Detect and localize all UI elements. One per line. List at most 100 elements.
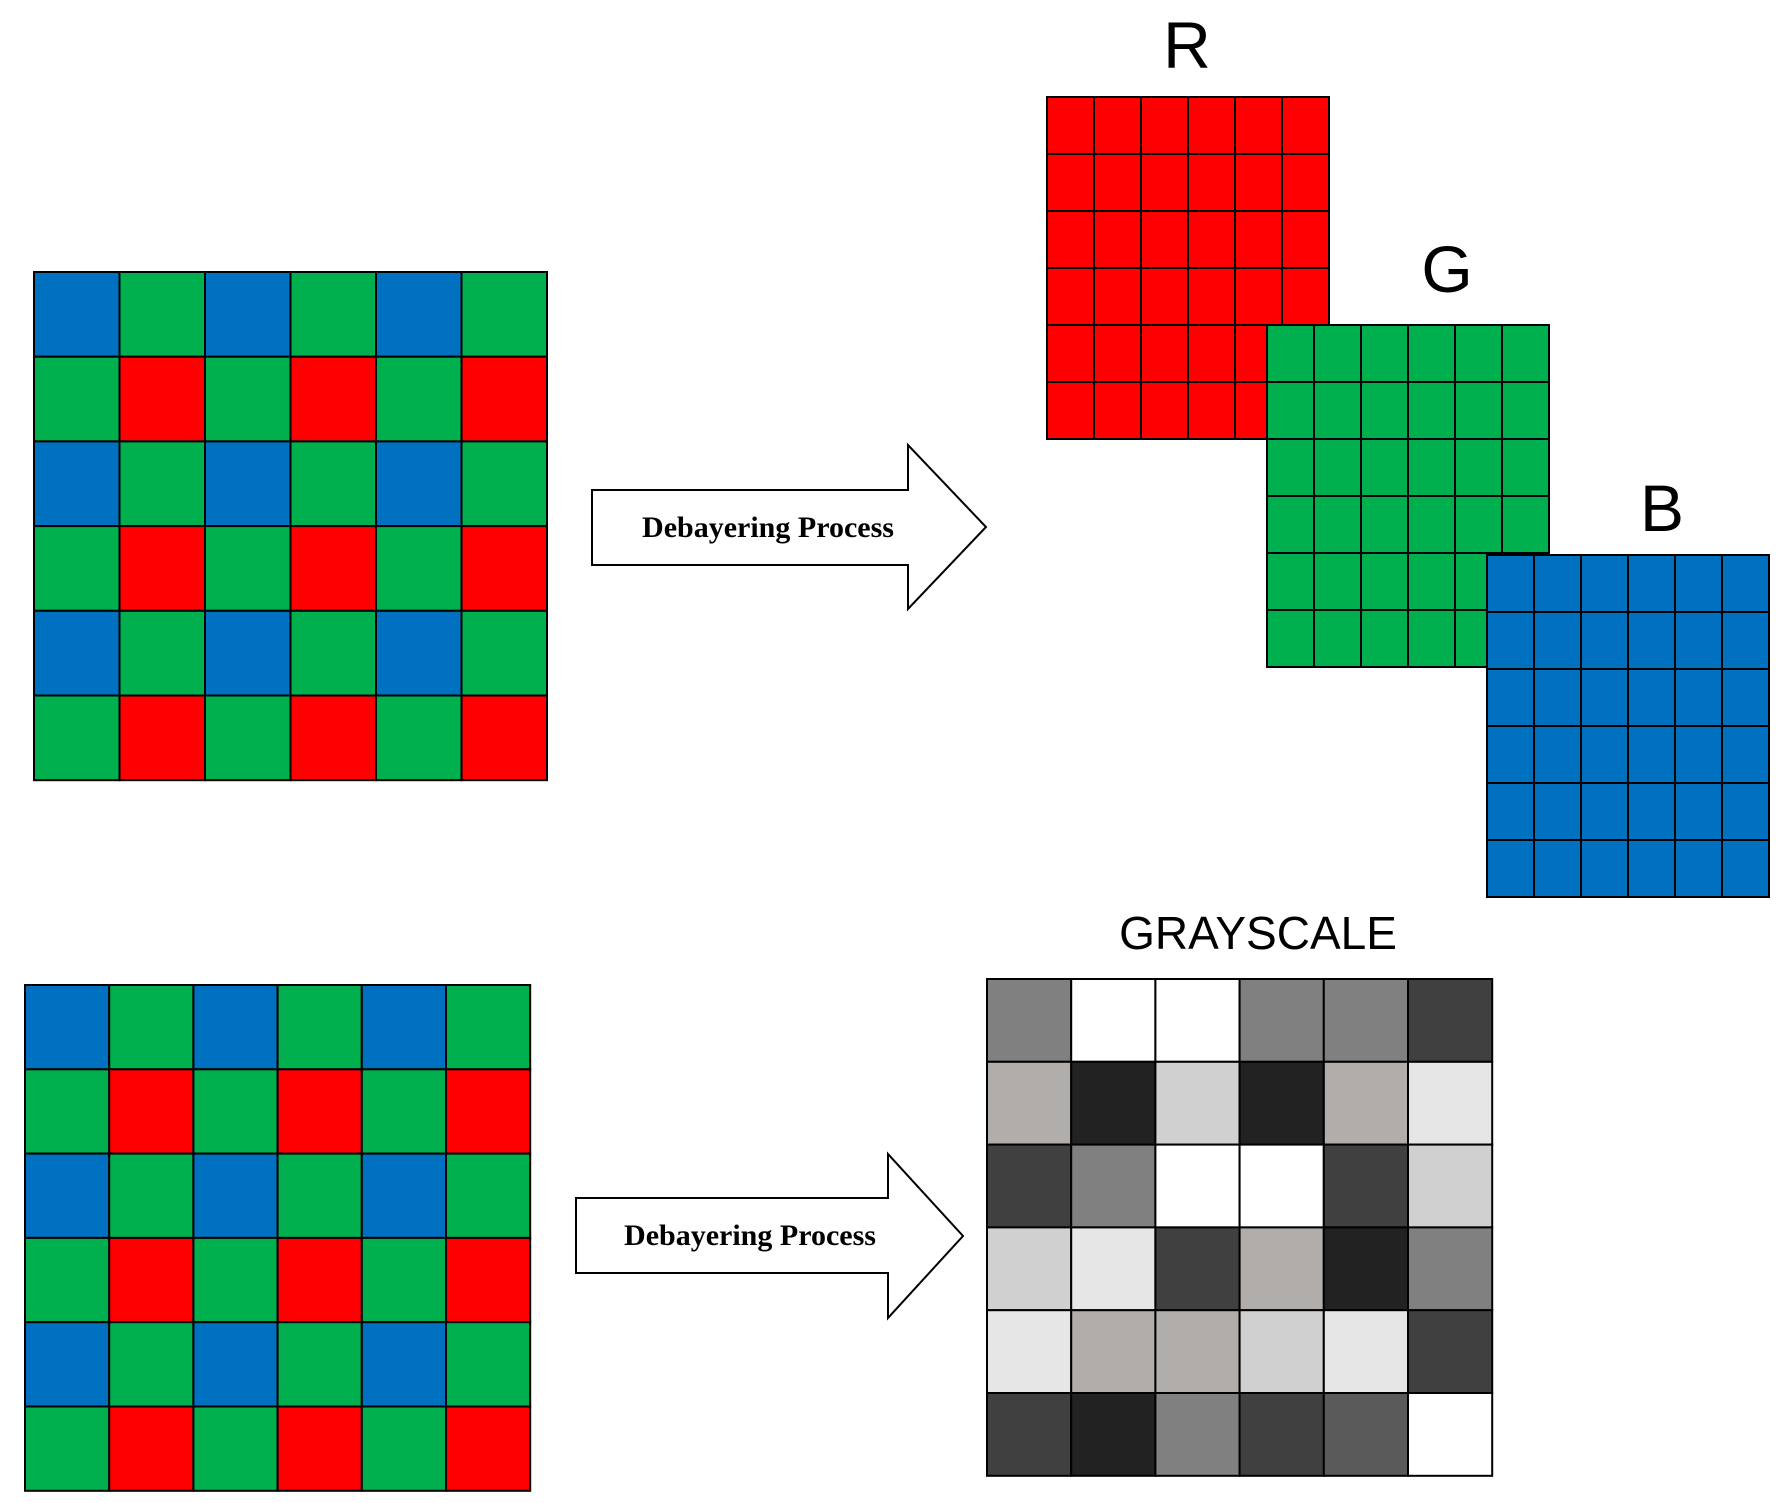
channel-cell-r [1140, 153, 1189, 212]
channel-cell-r [1046, 210, 1095, 269]
grayscale-cell [986, 1226, 1073, 1312]
grayscale-cell [1407, 978, 1494, 1063]
bayer-cell-g [204, 355, 292, 443]
channel-cell-g [1501, 324, 1550, 383]
bayer-cell-g [24, 1068, 111, 1155]
bayer-cell-g [108, 1321, 195, 1408]
channel-cell-r [1281, 267, 1330, 326]
channel-label-g: G [1421, 232, 1472, 306]
channel-cell-b [1721, 611, 1770, 670]
channel-cell-g [1360, 609, 1409, 668]
channel-cell-g [1266, 438, 1315, 497]
grayscale-cell [986, 1309, 1073, 1394]
channel-cell-g [1454, 324, 1503, 383]
channel-cell-b [1674, 839, 1723, 898]
channel-cell-b [1580, 839, 1629, 898]
bayer-cell-r [460, 525, 548, 612]
channel-cell-b [1721, 839, 1770, 898]
bayer-cell-b [204, 271, 292, 358]
channel-cell-r [1140, 267, 1189, 326]
bayer-cell-r [289, 694, 377, 782]
bayer-cell-g [460, 609, 548, 697]
channel-cell-g [1266, 495, 1315, 554]
channel-cell-r [1234, 267, 1283, 326]
channel-cell-g [1407, 438, 1456, 497]
bayer-cell-g [360, 1236, 447, 1324]
channel-cell-g [1266, 552, 1315, 611]
bayer-cell-r [118, 525, 206, 612]
bayer-cell-r [276, 1405, 363, 1492]
grayscale-cell [1070, 1143, 1157, 1229]
channel-cell-g [1407, 552, 1456, 611]
channel-cell-b [1533, 668, 1582, 727]
bayer-cell-b [360, 1321, 447, 1408]
bayer-cell-b [33, 609, 121, 697]
channel-cell-g [1407, 324, 1456, 383]
bayer-cell-b [24, 1321, 111, 1408]
bayer-cell-g [445, 984, 532, 1071]
channel-cell-g [1360, 381, 1409, 440]
debayering-arrow-bottom: Debayering Process [575, 1151, 965, 1321]
grayscale-cell [1154, 1226, 1241, 1312]
channel-cell-r [1140, 324, 1189, 383]
bayer-cell-r [445, 1405, 532, 1492]
bayer-cell-r [276, 1068, 363, 1155]
bayer-cell-b [204, 609, 292, 697]
grayscale-cell [1154, 1060, 1241, 1146]
bayer-cell-r [289, 355, 377, 443]
bayer-cell-r [108, 1068, 195, 1155]
grayscale-cell [1070, 978, 1157, 1063]
arrow-label: Debayering Process [624, 1219, 876, 1252]
grayscale-cell [986, 1060, 1073, 1146]
channel-cell-g [1360, 495, 1409, 554]
bayer-cell-r [445, 1236, 532, 1324]
grayscale-cell [986, 978, 1073, 1063]
channel-cell-b [1627, 611, 1676, 670]
bayer-cell-r [108, 1405, 195, 1492]
grayscale-cell [1070, 1060, 1157, 1146]
grayscale-label: GRAYSCALE [1119, 907, 1397, 959]
bayer-cell-g [360, 1068, 447, 1155]
bayer-cell-r [118, 355, 206, 443]
grayscale-cell [1407, 1392, 1494, 1477]
bayer-cell-g [24, 1236, 111, 1324]
bayer-grid-top [33, 271, 548, 782]
bayer-cell-b [375, 440, 463, 528]
channel-cell-g [1501, 438, 1550, 497]
channel-cell-r [1046, 381, 1095, 440]
channel-cell-b [1486, 725, 1535, 784]
bayer-cell-r [460, 355, 548, 443]
bayer-grid-bottom [24, 984, 532, 1492]
debayering-arrow-top: Debayering Process [591, 442, 988, 612]
channel-cell-r [1187, 96, 1236, 155]
channel-cell-b [1486, 782, 1535, 841]
bayer-cell-r [460, 694, 548, 782]
channel-cell-b [1486, 668, 1535, 727]
grayscale-cell [1407, 1226, 1494, 1312]
channel-cell-r [1093, 153, 1142, 212]
bayer-cell-g [204, 525, 292, 612]
grayscale-cell [1070, 1226, 1157, 1312]
channel-cell-b [1580, 725, 1629, 784]
channel-cell-b [1533, 554, 1582, 613]
bayer-cell-g [33, 525, 121, 612]
channel-cell-g [1360, 552, 1409, 611]
channel-cell-r [1093, 210, 1142, 269]
channel-cell-b [1721, 782, 1770, 841]
bayer-cell-g [375, 525, 463, 612]
grayscale-cell [1238, 1060, 1325, 1146]
channel-cell-b [1627, 782, 1676, 841]
grayscale-cell [1238, 1226, 1325, 1312]
bayer-cell-g [24, 1405, 111, 1492]
bayer-cell-g [192, 1405, 279, 1492]
channel-cell-r [1046, 153, 1095, 212]
bayer-cell-g [289, 271, 377, 358]
channel-cell-g [1313, 381, 1362, 440]
channel-cell-g [1501, 495, 1550, 554]
channel-cell-g [1501, 381, 1550, 440]
bayer-cell-g [460, 271, 548, 358]
channel-cell-g [1313, 438, 1362, 497]
grayscale-cell [1407, 1309, 1494, 1394]
grayscale-cell [1154, 1309, 1241, 1394]
grayscale-cell [1322, 978, 1410, 1063]
